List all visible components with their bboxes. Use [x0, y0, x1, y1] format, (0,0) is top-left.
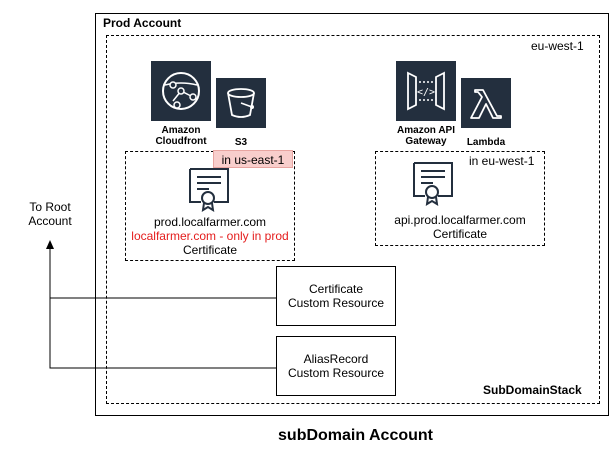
lambda-label: Lambda	[466, 137, 506, 148]
svg-text:</>: </>	[417, 87, 435, 98]
certificate-icon	[411, 160, 457, 206]
root-account-label: To Root Account	[28, 200, 72, 228]
certificate-custom-resource: Certificate Custom Resource	[276, 266, 396, 326]
certificate-us-domain: prod.localfarmer.com	[153, 215, 267, 229]
certificate-us-note: localfarmer.com - only in prod	[131, 229, 289, 243]
account-box	[95, 13, 609, 416]
certificate-icon	[187, 166, 233, 212]
cloudfront-label: Amazon Cloudfront	[155, 125, 207, 147]
aliasrecord-custom-resource: AliasRecord Custom Resource	[276, 336, 396, 396]
region-badge-eu-west-1: in eu-west-1	[469, 154, 535, 168]
stack-box	[106, 35, 600, 404]
region-label: eu-west-1	[531, 39, 584, 53]
stack-label: SubDomainStack	[483, 383, 582, 397]
region-badge-us-east-1: in us-east-1	[213, 150, 293, 168]
s3-icon	[216, 78, 266, 128]
aliasrecord-custom-resource-label: AliasRecord Custom Resource	[287, 352, 385, 380]
certificate-eu-domain: api.prod.localfarmer.com	[394, 213, 526, 227]
certificate-custom-resource-label: Certificate Custom Resource	[287, 282, 385, 310]
certificate-us-east-1-group	[125, 151, 295, 261]
api-gateway-icon: </>	[396, 61, 456, 121]
footer-title: subDomain Account	[278, 427, 433, 444]
cloudfront-icon	[151, 61, 211, 121]
account-label: Prod Account	[103, 16, 182, 30]
lambda-icon	[461, 78, 511, 128]
s3-label: S3	[234, 137, 248, 148]
certificate-eu-label: Certificate	[432, 227, 488, 241]
api-gateway-label: Amazon API Gateway	[397, 125, 455, 147]
certificate-eu-west-1-group	[375, 151, 545, 246]
certificate-us-label: Certificate	[182, 243, 238, 257]
